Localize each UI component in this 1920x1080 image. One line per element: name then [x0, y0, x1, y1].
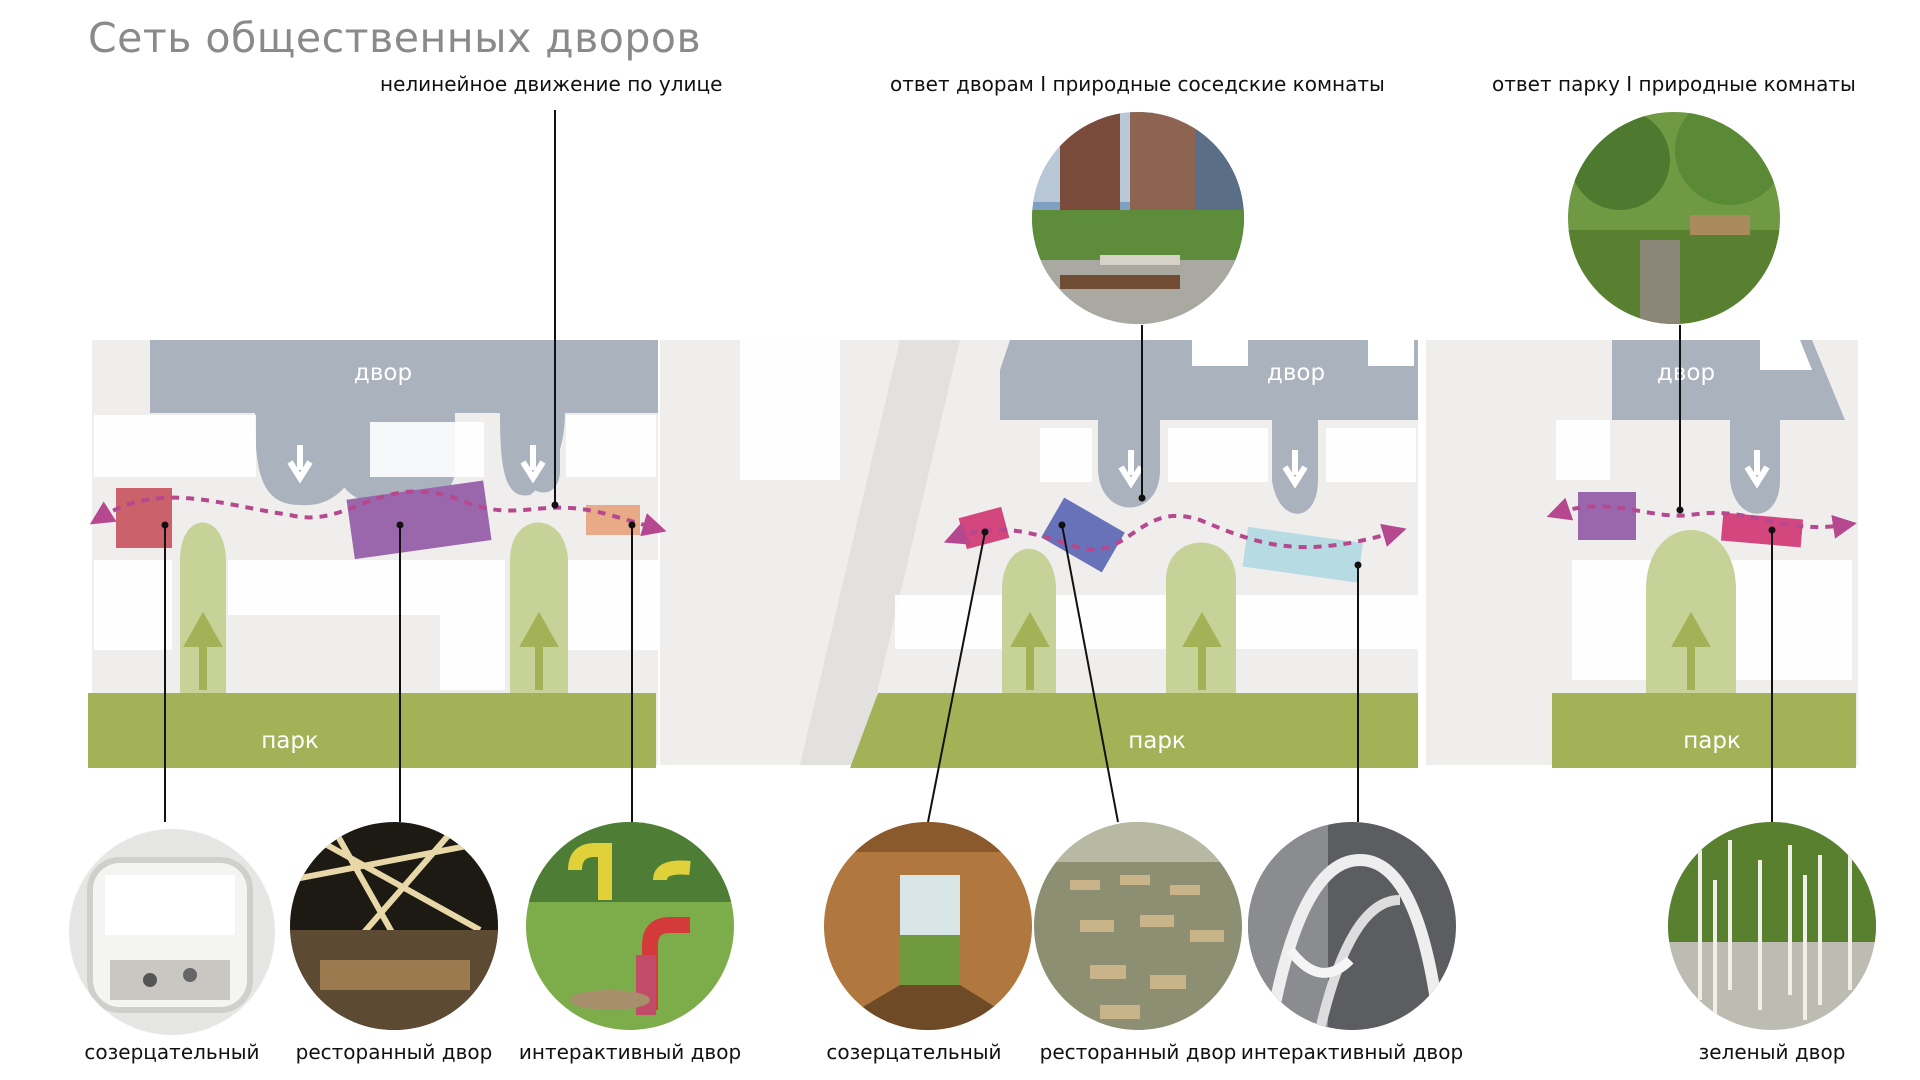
- movement-path-middle: [943, 513, 1407, 552]
- header-middle: ответ дворам I природные соседские комна…: [890, 72, 1385, 96]
- caption-restaurant-left: ресторанный двор: [295, 1040, 493, 1064]
- caption-green-courtyard: зеленый двор: [1698, 1040, 1846, 1064]
- caption-contemplative-middle: созерцательный: [826, 1040, 1002, 1064]
- caption-restaurant-middle: ресторанный двор: [1039, 1040, 1237, 1064]
- leader-lines: [164, 110, 1773, 823]
- courtyard-label-right: двор: [1657, 360, 1715, 386]
- photo-interactive-middle: [1248, 822, 1456, 1030]
- photo-contemplative-left: [69, 829, 275, 1035]
- photo-restaurant-middle: [1034, 822, 1242, 1030]
- photo-restaurant-left: [290, 822, 498, 1030]
- courtyard-label-left: двор: [354, 360, 412, 386]
- panel-left: [88, 340, 658, 768]
- park-strip-right: [1552, 693, 1856, 768]
- caption-contemplative-left: созерцательный: [84, 1040, 260, 1064]
- courtyard-label-middle: двор: [1267, 360, 1325, 386]
- photo-contemplative-middle: [824, 822, 1032, 1030]
- courtyard-building-middle: [1000, 340, 1418, 514]
- park-strip-left: [88, 693, 656, 768]
- park-label-right: парк: [1683, 728, 1741, 754]
- header-left: нелинейное движение по улице: [380, 72, 723, 96]
- park-label-left: парк: [261, 728, 319, 754]
- movement-path-left: [89, 489, 667, 537]
- park-strip-middle: [850, 693, 1418, 768]
- zone-purple-right: [1578, 492, 1636, 540]
- leader-dots: [161, 494, 1776, 569]
- photo-interactive-left: [526, 822, 734, 1030]
- park-label-middle: парк: [1128, 728, 1186, 754]
- panel-right: [1426, 340, 1858, 768]
- photo-green-courtyard: [1668, 822, 1876, 1030]
- header-right: ответ парку I природные комнаты: [1492, 72, 1856, 96]
- caption-interactive-middle: интерактивный двор: [1240, 1040, 1464, 1064]
- movement-path-right: [1546, 497, 1857, 539]
- photo-courtyard-neighborhood: [1032, 112, 1244, 324]
- courtyard-building-right: [1612, 340, 1845, 514]
- caption-interactive-left: интерактивный двор: [518, 1040, 742, 1064]
- page-title: Сеть общественных дворов: [88, 14, 702, 62]
- photo-park-nature-room: [1568, 112, 1780, 324]
